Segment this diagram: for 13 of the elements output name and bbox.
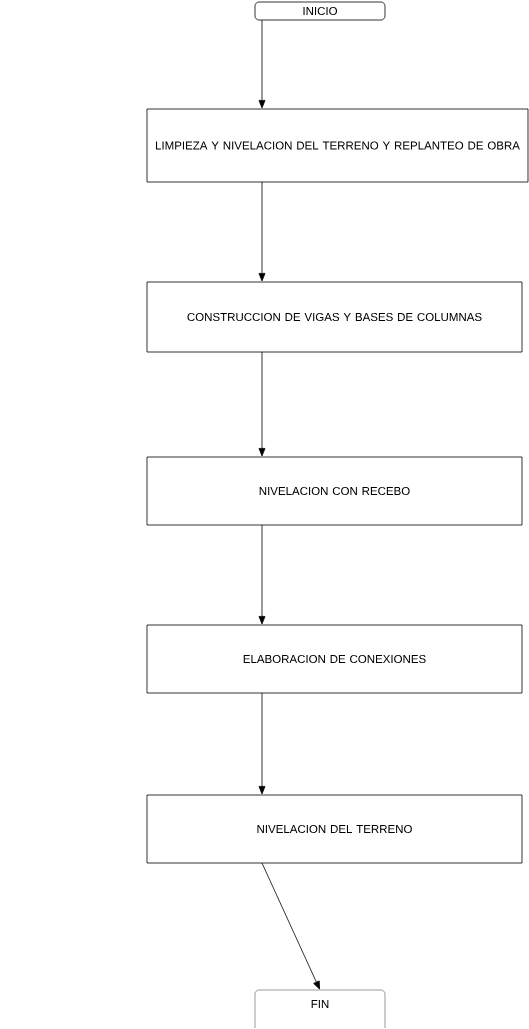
arrow <box>258 19 266 109</box>
arrow <box>258 524 266 625</box>
arrow <box>258 692 266 795</box>
terminal-box: INICIO <box>254 1 386 21</box>
process-box: LIMPIEZA Y NIVELACION DEL TERRENO Y REPLANTEO DE OBRA <box>146 108 529 183</box>
process-box: CONSTRUCCION DE VIGAS Y BASES DE COLUMNAS <box>146 281 523 353</box>
process-box: ELABORACION DE CONEXIONES <box>146 624 523 694</box>
arrow <box>258 181 266 282</box>
terminal-box: FIN <box>254 989 386 1029</box>
process-box: NIVELACION CON RECEBO <box>146 456 523 526</box>
process-box: NIVELACION DEL TERRENO <box>146 794 523 864</box>
arrow <box>258 351 266 457</box>
arrow <box>261 862 320 990</box>
